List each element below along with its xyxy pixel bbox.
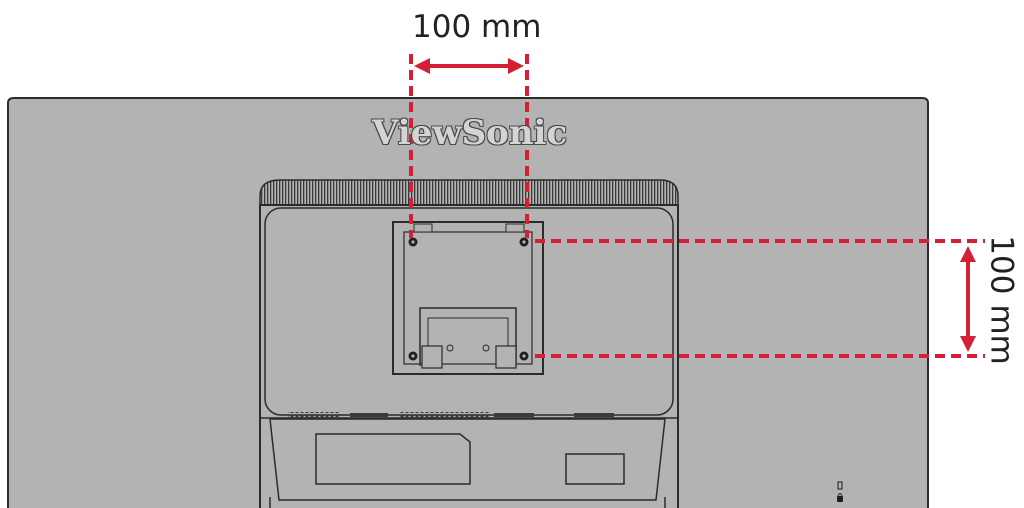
screw-hole-icon <box>408 351 418 361</box>
screw-hole-icon <box>408 237 418 247</box>
port-slots-left <box>288 412 340 418</box>
port-opening-large <box>315 433 471 485</box>
kensington-lock-icon <box>837 481 843 502</box>
screw-hole-icon <box>519 237 529 247</box>
brand-logo: ViewSonic <box>372 113 568 153</box>
vertical-dimension-label: 100 mm <box>983 235 1020 365</box>
vent-grille <box>259 179 679 211</box>
horizontal-dimension-label: 100 mm <box>412 9 542 45</box>
horizontal-dimension <box>409 54 529 238</box>
port-slots-right <box>400 412 490 418</box>
screw-hole-icon <box>519 351 529 361</box>
vesa-mount-plate <box>392 221 544 375</box>
stand-bracket <box>419 307 517 366</box>
port-slots-mid <box>350 413 388 417</box>
vertical-dimension <box>535 239 985 358</box>
port-opening-small <box>565 453 625 485</box>
